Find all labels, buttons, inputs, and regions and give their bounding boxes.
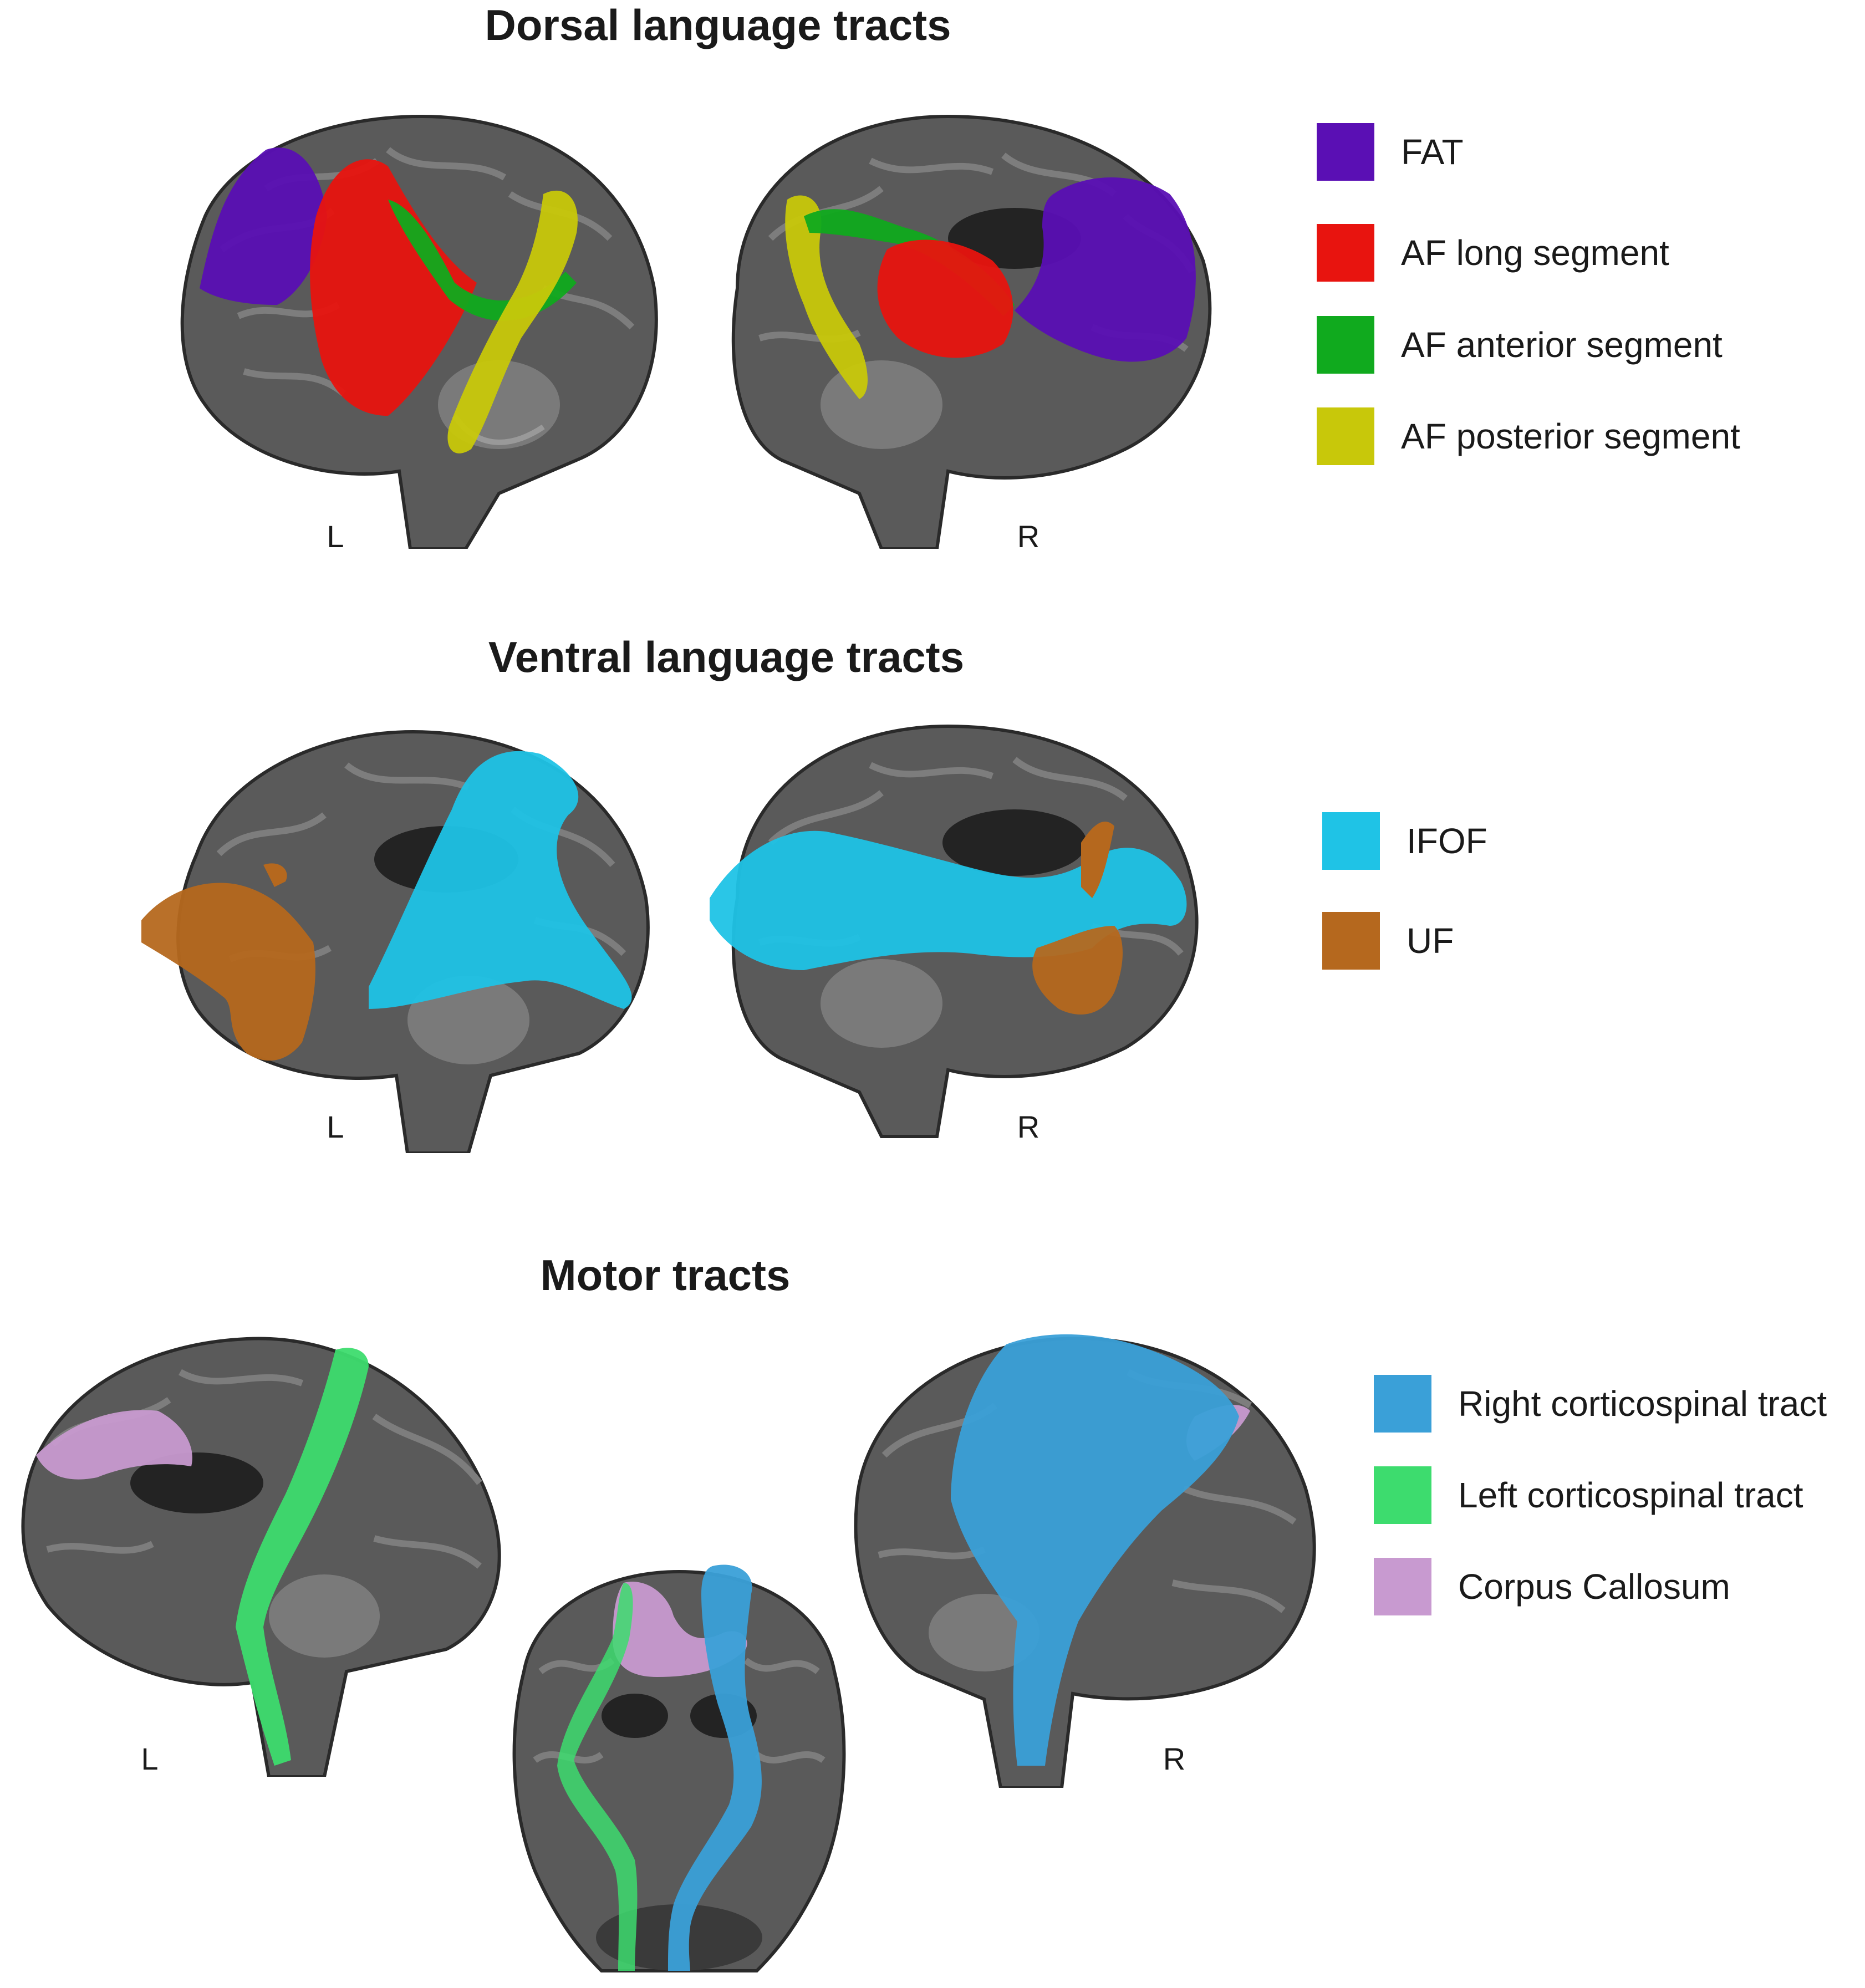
legend-swatch bbox=[1322, 912, 1380, 970]
legend-item-corpus-callosum: Corpus Callosum bbox=[1374, 1558, 1730, 1615]
legend-label: Corpus Callosum bbox=[1458, 1567, 1730, 1607]
fat-tract bbox=[200, 147, 327, 305]
af-long-segment-tract bbox=[310, 159, 477, 416]
legend-swatch bbox=[1322, 812, 1380, 870]
right-corticospinal-tract bbox=[951, 1334, 1239, 1766]
dorsal-right-label: R bbox=[1017, 519, 1040, 554]
ventral-left-brain-image bbox=[136, 721, 657, 1153]
legend-item-ifof: IFOF bbox=[1322, 812, 1487, 870]
motor-right-label: R bbox=[1163, 1741, 1186, 1776]
ifof-tract bbox=[369, 751, 632, 1009]
af-long-segment-tract bbox=[877, 239, 1013, 358]
ventral-section-title: Ventral language tracts bbox=[488, 633, 965, 681]
legend-label: AF anterior segment bbox=[1401, 325, 1723, 365]
uf-tract bbox=[141, 863, 315, 1061]
dorsal-right-brain-image bbox=[704, 105, 1225, 549]
legend-swatch bbox=[1374, 1375, 1431, 1433]
af-posterior-segment-tract bbox=[447, 190, 578, 453]
ventral-right-brain-image bbox=[704, 715, 1225, 1148]
legend-swatch bbox=[1317, 224, 1374, 282]
left-corticospinal-tract bbox=[236, 1348, 369, 1766]
legend-label: AF long segment bbox=[1401, 233, 1669, 273]
motor-section-title: Motor tracts bbox=[540, 1251, 791, 1299]
af-posterior-segment-tract bbox=[785, 195, 868, 399]
right-corticospinal-tract bbox=[668, 1564, 762, 1971]
legend-swatch bbox=[1317, 407, 1374, 465]
legend-swatch bbox=[1317, 316, 1374, 374]
legend-item-left-corticospinal-tract: Left corticospinal tract bbox=[1374, 1466, 1803, 1524]
ventral-left-label: L bbox=[327, 1109, 344, 1144]
dorsal-section-title: Dorsal language tracts bbox=[485, 1, 951, 49]
ventral-right-label: R bbox=[1017, 1109, 1040, 1144]
ifof-tract bbox=[710, 830, 1187, 970]
legend-label: Left corticospinal tract bbox=[1458, 1475, 1803, 1515]
af-anterior-segment-tract bbox=[804, 209, 1015, 316]
left-corticospinal-tract bbox=[557, 1583, 638, 1971]
legend-item-af-anterior-segment: AF anterior segment bbox=[1317, 316, 1723, 374]
legend-swatch bbox=[1374, 1558, 1431, 1615]
corpus-callosum-tract bbox=[36, 1410, 192, 1480]
legend-label: FAT bbox=[1401, 132, 1464, 172]
dorsal-left-label: L bbox=[327, 519, 344, 554]
legend-item-right-corticospinal-tract: Right corticospinal tract bbox=[1374, 1375, 1827, 1433]
fat-tract bbox=[1015, 177, 1196, 362]
legend-item-af-long-segment: AF long segment bbox=[1317, 224, 1669, 282]
motor-left-brain-image bbox=[14, 1317, 513, 1777]
legend-swatch bbox=[1317, 123, 1374, 181]
legend-label: AF posterior segment bbox=[1401, 416, 1740, 456]
motor-left-label: L bbox=[141, 1741, 159, 1776]
legend-item-uf: UF bbox=[1322, 912, 1454, 970]
legend-label: Right corticospinal tract bbox=[1458, 1384, 1827, 1424]
legend-label: UF bbox=[1407, 921, 1454, 961]
uf-tract bbox=[1032, 821, 1123, 1015]
af-anterior-segment-tract bbox=[388, 200, 577, 321]
legend-swatch bbox=[1374, 1466, 1431, 1524]
motor-coronal-brain-image bbox=[491, 1561, 868, 1982]
legend-label: IFOF bbox=[1407, 821, 1487, 861]
legend-item-fat: FAT bbox=[1317, 123, 1464, 181]
motor-right-brain-image bbox=[840, 1322, 1339, 1788]
legend-item-af-posterior-segment: AF posterior segment bbox=[1317, 407, 1740, 465]
dorsal-left-brain-image bbox=[155, 105, 665, 549]
